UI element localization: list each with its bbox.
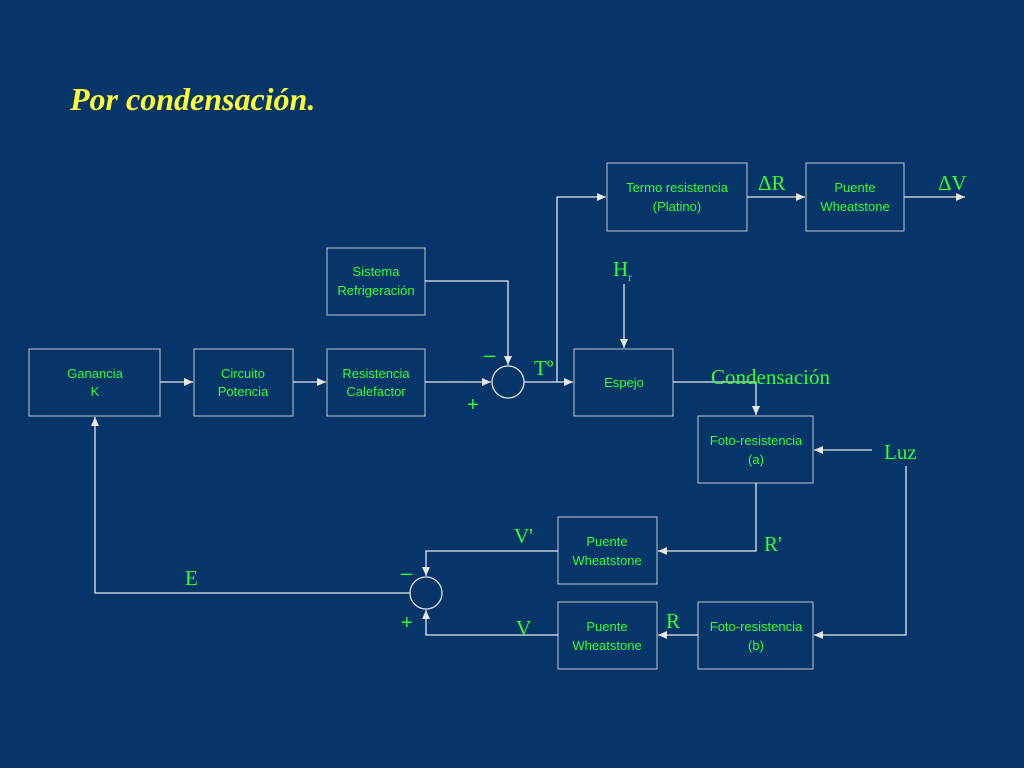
block-label: Wheatstone — [572, 638, 641, 653]
connector-refrigeracion-sum — [425, 280, 512, 365]
page-title: Por condensación. — [69, 81, 315, 117]
sum2-plus-sign: + — [401, 612, 413, 634]
block-label: Termo resistencia — [626, 180, 729, 195]
block-sistema-refrigeracion: Sistema Refrigeración — [326, 247, 426, 316]
connector-foto-a-puente — [658, 483, 757, 555]
connector-branch-termo — [556, 193, 606, 382]
block-ganancia: Ganancia K — [28, 348, 161, 417]
block-puente-wheatstone-bottom: Puente Wheatstone — [557, 601, 658, 670]
signal-temperatura: Tº — [534, 356, 554, 380]
signal-e: E — [185, 566, 198, 590]
block-label: Puente — [586, 619, 627, 634]
block-label: Potencia — [218, 384, 269, 399]
block-puente-wheatstone-mid: Puente Wheatstone — [557, 516, 658, 585]
block-label: (b) — [748, 638, 764, 653]
block-label: Foto-resistencia — [710, 433, 803, 448]
connector-espejo-foto-a — [673, 381, 760, 415]
signal-v-prime: V' — [514, 524, 533, 548]
block-label: (Platino) — [653, 199, 701, 214]
signal-delta-r: ΔR — [758, 171, 786, 195]
signal-delta-v: ΔV — [938, 171, 967, 195]
signal-v: V — [516, 616, 531, 640]
block-label: Resistencia — [342, 366, 410, 381]
block-label: Wheatstone — [820, 199, 889, 214]
sum1-plus-sign: + — [467, 394, 479, 416]
sum2-minus-sign: _ — [400, 554, 413, 576]
block-label: (a) — [748, 452, 764, 467]
summing-junction-temperature — [491, 365, 525, 399]
block-puente-wheatstone-top: Puente Wheatstone — [805, 162, 905, 232]
block-foto-resistencia-b: Foto-resistencia (b) — [697, 601, 814, 670]
block-label: Puente — [586, 534, 627, 549]
summing-junction-error — [409, 576, 443, 610]
block-resistencia-calefactor: Resistencia Calefactor — [326, 348, 426, 417]
connector-puente-bot-sum — [422, 610, 558, 636]
block-label: Espejo — [604, 375, 644, 390]
block-label: Wheatstone — [572, 553, 641, 568]
block-label: Puente — [834, 180, 875, 195]
block-label: Refrigeración — [337, 283, 414, 298]
block-foto-resistencia-a: Foto-resistencia (a) — [697, 415, 814, 484]
signal-luz: Luz — [884, 440, 917, 464]
signal-r: R — [666, 609, 680, 633]
block-label: Calefactor — [346, 384, 406, 399]
connector-luz-foto-b — [814, 466, 907, 639]
block-circuito-potencia: Circuito Potencia — [193, 348, 294, 417]
block-label: Sistema — [353, 264, 401, 279]
signal-hr-subscript: r — [628, 270, 632, 284]
block-label: Circuito — [221, 366, 265, 381]
signal-condensacion: Condensación — [711, 365, 830, 389]
sum1-minus-sign: _ — [483, 336, 496, 358]
block-espejo: Espejo — [573, 348, 674, 417]
block-termo-resistencia: Termo resistencia (Platino) — [606, 162, 748, 232]
block-label: Ganancia — [67, 366, 123, 381]
block-label: K — [91, 384, 100, 399]
block-label: Foto-resistencia — [710, 619, 803, 634]
connector-puente-mid-sum — [422, 550, 558, 576]
connector-error-ganancia — [91, 417, 410, 594]
signal-hr: H — [613, 257, 628, 281]
signal-r-prime: R' — [764, 532, 782, 556]
